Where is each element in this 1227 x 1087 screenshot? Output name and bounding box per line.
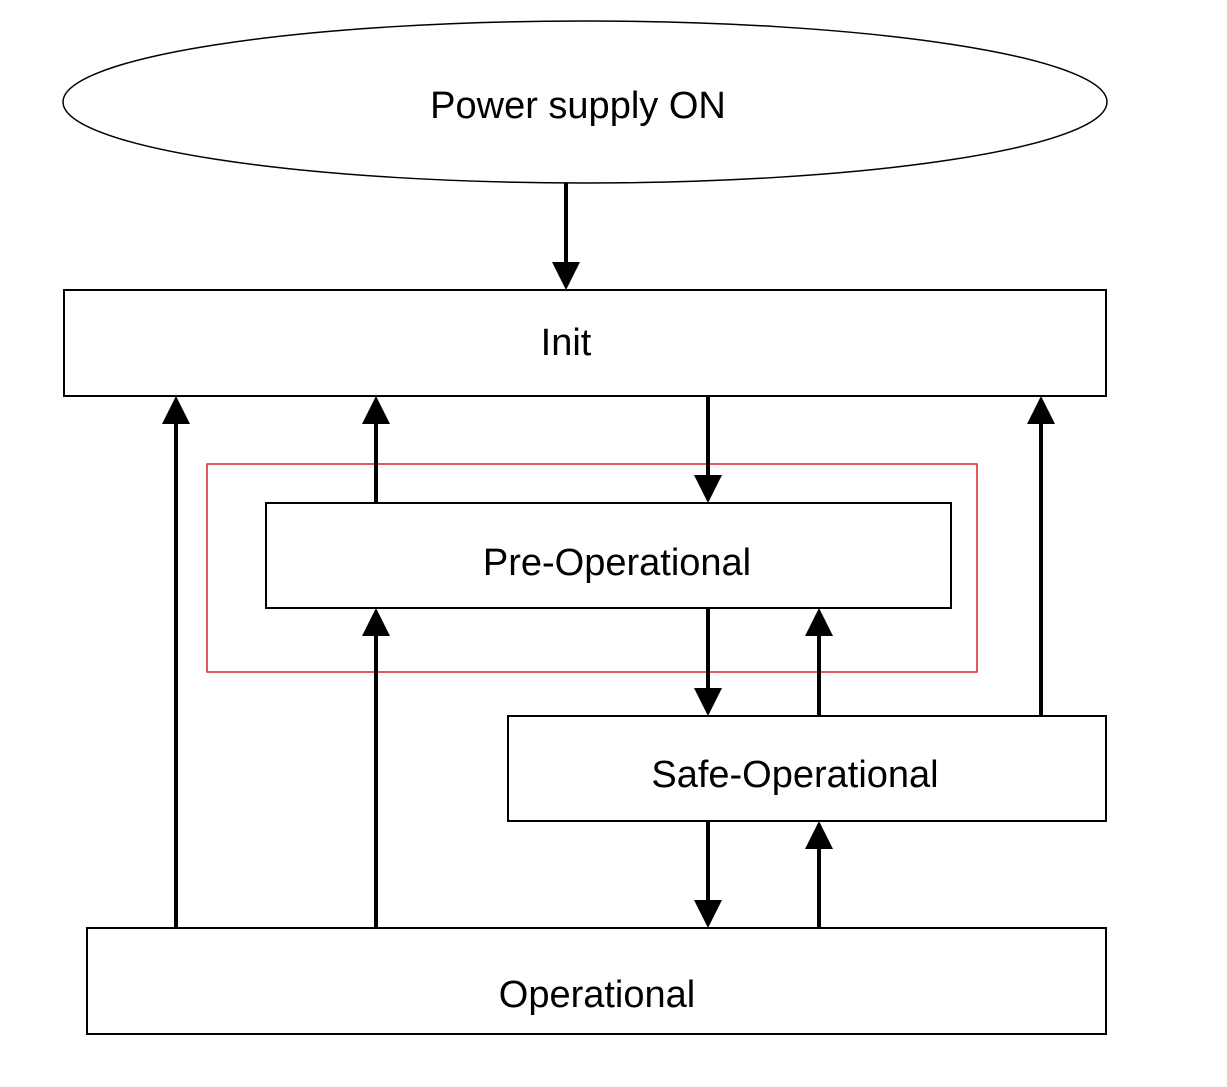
power-supply-ellipse	[62, 20, 1108, 184]
arrow-power-to-init	[552, 183, 580, 290]
arrow-safe-operational-to-operational	[694, 821, 722, 928]
arrow-init-to-pre-operational	[694, 396, 722, 503]
arrow-operational-to-pre-operational	[362, 608, 390, 928]
state-pre-operational: Pre-Operational	[265, 502, 952, 609]
arrow-safe-operational-to-pre-operational	[805, 608, 833, 716]
operational-label: Operational	[499, 974, 695, 1016]
safe-operational-box	[507, 715, 1107, 822]
arrow-operational-to-init	[162, 396, 190, 928]
pre-operational-box	[265, 502, 952, 609]
operational-box	[86, 927, 1107, 1035]
safe-operational-label: Safe-Operational	[651, 754, 938, 796]
transition-arrows	[162, 183, 1055, 928]
init-box	[63, 289, 1107, 397]
state-safe-operational: Safe-Operational	[507, 715, 1107, 822]
pre-operational-label: Pre-Operational	[483, 542, 751, 584]
state-operational: Operational	[86, 927, 1107, 1035]
arrow-operational-to-safe-operational	[805, 821, 833, 928]
init-label: Init	[541, 322, 592, 364]
state-init: Init	[63, 289, 1107, 397]
state-power-supply-on: Power supply ON	[62, 20, 1108, 184]
arrow-safe-operational-to-init	[1027, 396, 1055, 716]
pre-operational-highlight-frame	[206, 463, 978, 673]
power-supply-label: Power supply ON	[430, 85, 726, 127]
arrow-pre-operational-to-safe-operational	[694, 608, 722, 716]
arrow-pre-operational-to-init	[362, 396, 390, 503]
